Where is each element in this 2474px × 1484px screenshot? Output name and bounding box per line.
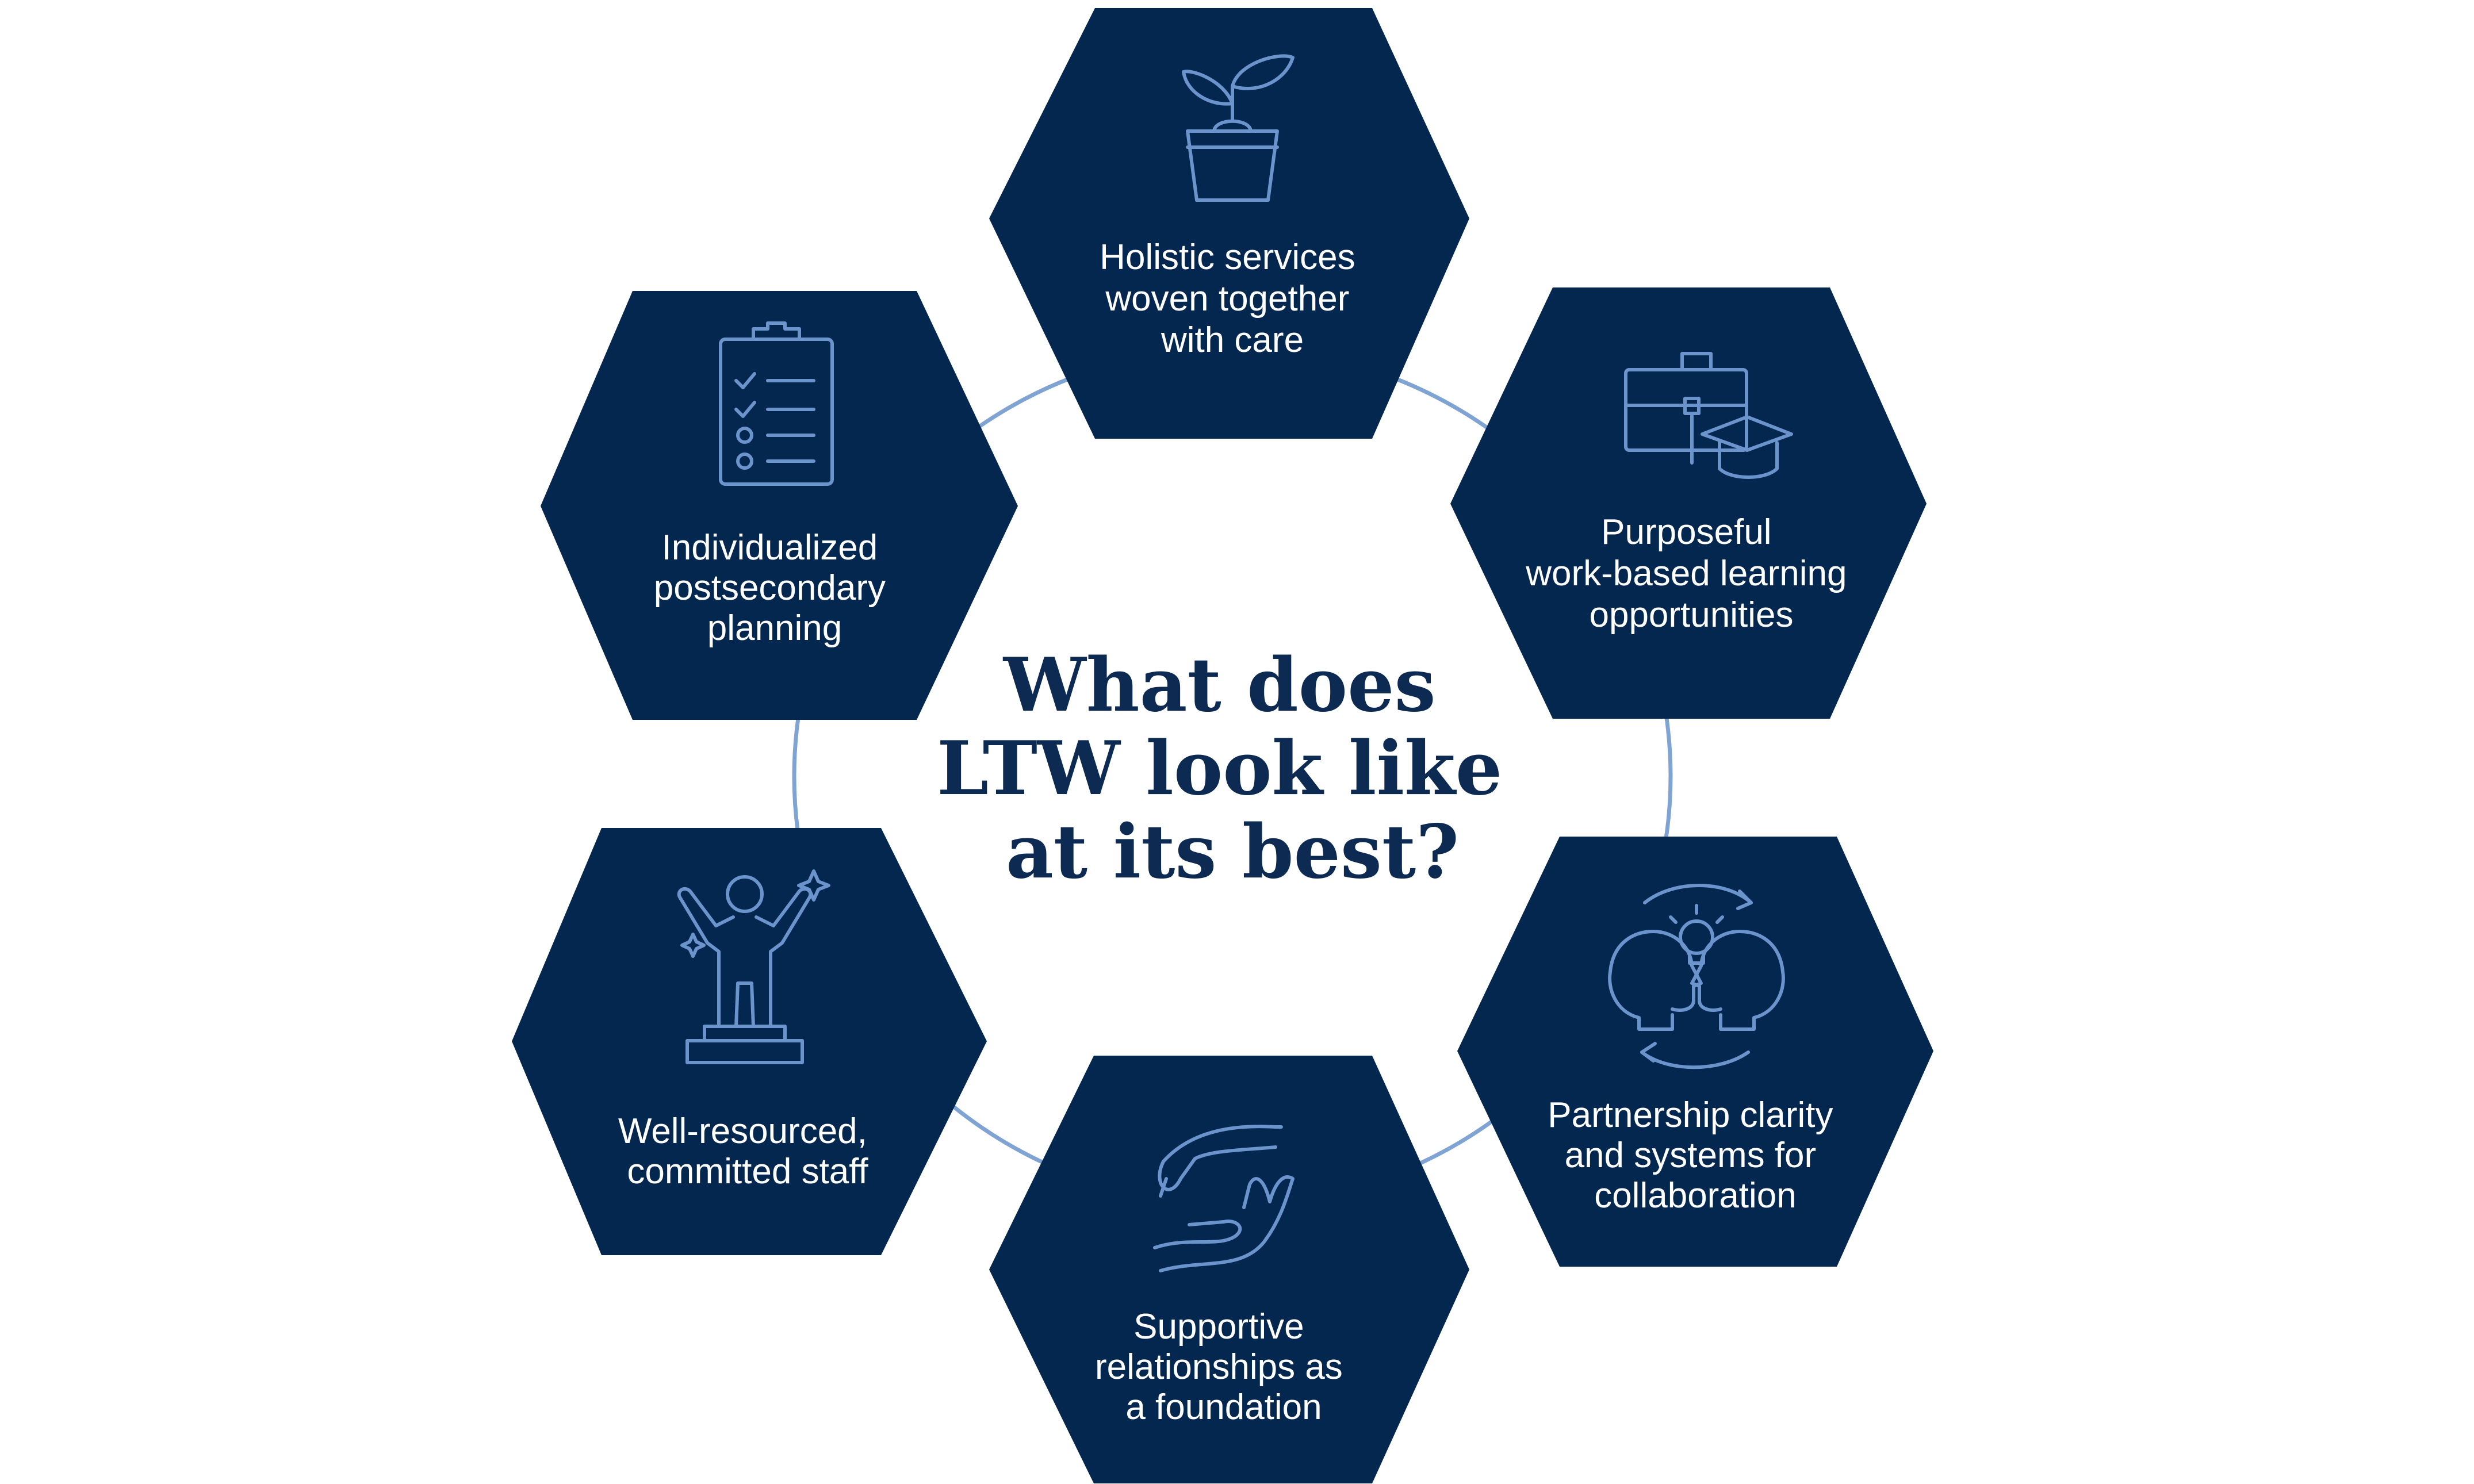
hex-label-line: Holistic services xyxy=(1100,237,1355,277)
hex-label-line: planning xyxy=(707,608,842,648)
hexagon-well-resourced-staff: Well-resourced, committed staff xyxy=(512,828,987,1255)
hexagon-supportive-relationships: Supportive relationships as a foundation xyxy=(989,1056,1469,1483)
svg-text:Well-resourced, committe: Well-resourced, committed staff xyxy=(618,1111,877,1191)
hex-label-line: Individualized xyxy=(662,528,878,567)
briefcase-graduation-cap-icon xyxy=(1624,352,1793,479)
center-title: What does LTW look like at its best? xyxy=(937,642,1528,895)
hex-label-line: committed staff xyxy=(627,1152,868,1191)
hex-label-line: Purposeful xyxy=(1601,512,1771,552)
celebrating-person-podium-icon xyxy=(677,869,830,1064)
hex-label-line: relationships as xyxy=(1095,1347,1343,1387)
hexagon-shape xyxy=(1450,287,1927,719)
hex-label-line: Partnership clarity xyxy=(1548,1095,1833,1135)
center-title-line: LTW look like xyxy=(937,726,1502,812)
center-title-line: What does xyxy=(1002,642,1436,728)
hexagon-partnership-clarity: Partnership clarity and systems for coll… xyxy=(1457,837,1933,1267)
hex-label-line: collaboration xyxy=(1594,1176,1797,1215)
hex-label-line: with care xyxy=(1161,320,1304,360)
hex-label-line: Supportive xyxy=(1133,1307,1304,1347)
hex-label-line: postsecondary xyxy=(654,568,886,608)
hex-label-line: and systems for xyxy=(1565,1136,1817,1175)
center-title-line: at its best? xyxy=(1006,809,1459,895)
hexagon-shape xyxy=(1457,837,1933,1267)
checklist-clipboard-icon xyxy=(719,321,834,486)
svg-text:Purposeful work-based le: Purposeful work-based learning opportuni… xyxy=(1525,512,1857,635)
hex-label-line: a foundation xyxy=(1125,1387,1322,1427)
collaboration-heads-lightbulb-icon xyxy=(1608,884,1785,1069)
hex-label-line: opportunities xyxy=(1589,595,1793,635)
hexagon-holistic-services: Holistic services woven together with ca… xyxy=(989,8,1469,439)
svg-text:Supportive relationships: Supportive relationships as a foundation xyxy=(1095,1307,1353,1427)
hex-label-line: woven together xyxy=(1105,279,1349,319)
hex-label-line: Well-resourced, xyxy=(618,1111,867,1151)
hexagon-shape xyxy=(989,1056,1469,1483)
hex-label-line: work-based learning xyxy=(1525,554,1847,593)
hexagon-work-based-learning: Purposeful work-based learning opportuni… xyxy=(1450,287,1927,719)
hexagon-shape xyxy=(541,291,1018,720)
svg-text:Holistic services woven: Holistic services woven together with ca… xyxy=(1100,237,1365,360)
hexagon-shape xyxy=(989,8,1469,439)
svg-text:Partnership clarity and: Partnership clarity and systems for coll… xyxy=(1548,1095,1843,1215)
svg-text:Individualized postsecon: Individualized postsecondary planning xyxy=(654,528,895,648)
supportive-hands-icon xyxy=(1153,1125,1295,1272)
plant-pot-icon xyxy=(1182,54,1295,202)
hexagon-postsecondary-planning: Individualized postsecondary planning xyxy=(541,291,1018,720)
